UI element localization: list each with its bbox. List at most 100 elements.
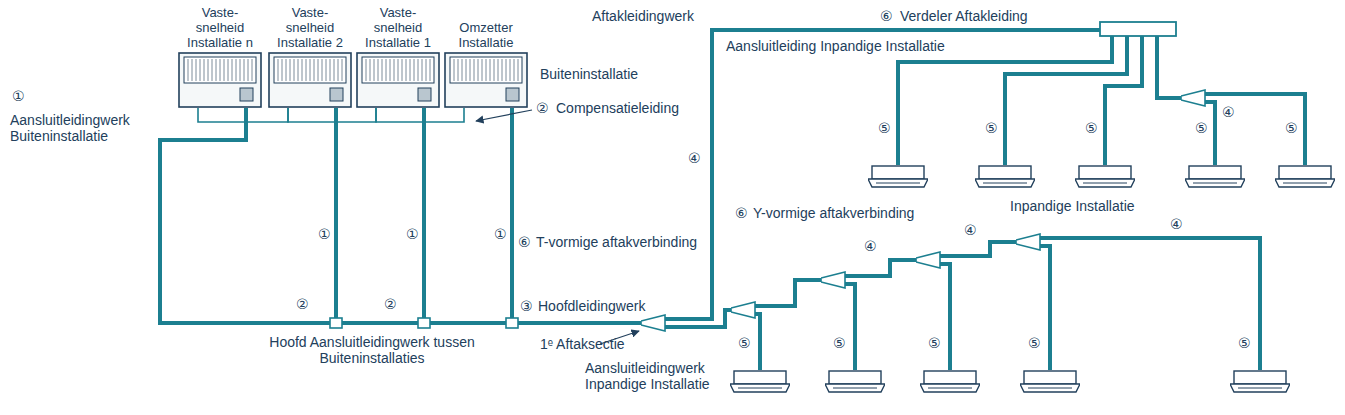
callout-number: ④ (964, 222, 977, 238)
drawing-part (1205, 94, 1305, 165)
outdoor-unit: Vaste-snelheid Installatie 1 (356, 4, 440, 108)
grille-fin (482, 59, 483, 81)
grille-fin (318, 59, 319, 81)
grille-fin (474, 59, 475, 81)
unit-title: Vaste-snelheid Installatie 1 (356, 5, 440, 50)
t-joints (330, 318, 518, 328)
grille-fin (466, 59, 467, 81)
grille-fin (478, 59, 479, 81)
unit-casing (357, 53, 439, 107)
drawing-part (1005, 36, 1127, 165)
grille-fin (382, 59, 383, 81)
outdoor-unit-body (444, 52, 528, 108)
grille-fin (298, 59, 299, 81)
drawing-part (418, 318, 430, 328)
grille-fin (410, 59, 411, 81)
drawing-part (845, 260, 916, 276)
callout-number: ⑤ (833, 335, 846, 351)
grille-fin (486, 59, 487, 81)
grille-fin (470, 59, 471, 81)
unit-grille (450, 57, 522, 83)
callout-number: ④ (864, 238, 877, 254)
drawing-part (1230, 371, 1290, 392)
grille-fin (322, 59, 323, 81)
grille-fin (370, 59, 371, 81)
grille-fin (212, 59, 213, 81)
grille-fin (426, 59, 427, 81)
drawing-part (868, 166, 928, 187)
drawing-part (641, 315, 665, 331)
part-label: Hoofd Aansluitleidingwerk tussen Buiteni… (262, 334, 482, 366)
grille-fin (252, 59, 253, 81)
outdoor-unit-body (356, 52, 440, 108)
callout-number: ② (384, 296, 397, 312)
callout-number: ① (406, 226, 419, 242)
callout-number: ⑤ (1028, 335, 1041, 351)
drawing-part (334, 108, 338, 323)
drawing-part (510, 108, 514, 323)
grille-fin (514, 59, 515, 81)
drawing-part (422, 108, 426, 323)
grille-fin (310, 59, 311, 81)
drawing-part (916, 252, 940, 268)
drawing-part (1275, 166, 1335, 187)
part-label: Y-vormige aftakverbinding (753, 205, 914, 221)
grille-fin (342, 59, 343, 81)
header-distributor (1100, 22, 1176, 36)
drawing-part (920, 371, 980, 392)
thick-pipes (160, 30, 1305, 370)
callout-number: ① (318, 226, 331, 242)
outdoor-unit-body (178, 52, 262, 108)
drawing-part (1040, 246, 1050, 370)
grille-fin (278, 59, 279, 81)
callout-number: ③ (520, 298, 533, 314)
drawing-part (1157, 36, 1181, 98)
unit-title: Vaste-snelheid Installatie n (178, 5, 262, 50)
pipe-port (330, 88, 343, 101)
grille-fin (490, 59, 491, 81)
grille-fin (224, 59, 225, 81)
grille-fin (430, 59, 431, 81)
callout-number: ⑥ (735, 205, 748, 221)
grille-fin (374, 59, 375, 81)
callout-number: ⑤ (1085, 120, 1098, 136)
part-label: Aansluitleidingwerk Inpandige Installati… (585, 360, 725, 392)
drawing-part (330, 318, 342, 328)
grille-fin (386, 59, 387, 81)
grille-fin (228, 59, 229, 81)
callout-number: ④ (688, 150, 701, 166)
callout-number: ① (12, 88, 25, 104)
grille-fin (506, 59, 507, 81)
drawing-part (1105, 36, 1142, 165)
callout-number: ⑤ (878, 120, 891, 136)
grille-fin (244, 59, 245, 81)
drawing-part (731, 302, 755, 318)
grille-fin (338, 59, 339, 81)
unit-casing (445, 53, 527, 107)
grille-fin (414, 59, 415, 81)
unit-title: Vaste-snelheid Installatie 2 (268, 5, 352, 50)
callout-number: ⑤ (985, 120, 998, 136)
unit-casing (179, 53, 261, 107)
compensation-pipe (198, 108, 288, 122)
callout-number: ④ (1170, 216, 1183, 232)
grille-fin (188, 59, 189, 81)
part-label: Buiteninstallatie (540, 66, 638, 82)
y-joints (641, 90, 1205, 331)
callout-number: ⑥ (880, 8, 893, 24)
drawing-part (975, 166, 1035, 187)
outdoor-unit: Omzetter Installatie (444, 4, 528, 108)
drawing-part (1181, 90, 1205, 106)
callout-number: ④ (1222, 104, 1235, 120)
callout-number: ⑤ (738, 335, 751, 351)
grille-fin (366, 59, 367, 81)
grille-fin (494, 59, 495, 81)
grille-fin (406, 59, 407, 81)
grille-fin (330, 59, 331, 81)
grille-fin (290, 59, 291, 81)
grille-fin (294, 59, 295, 81)
pipe-port (506, 88, 519, 101)
part-label: 1ᵉ Aftaksectie (540, 336, 625, 352)
callout-number: ② (536, 100, 549, 116)
part-label: Verdeler Aftakleiding (900, 8, 1028, 24)
